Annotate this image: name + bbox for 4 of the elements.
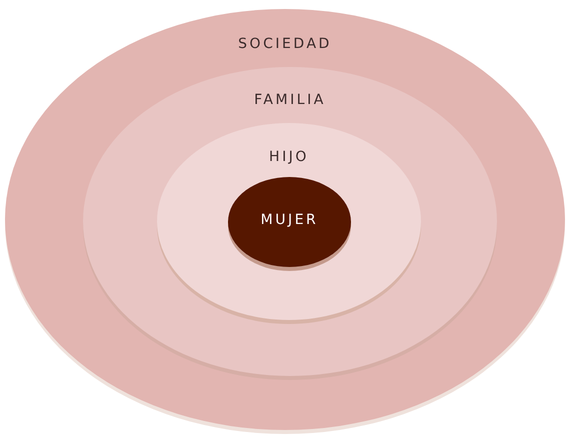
ring-label: HIJO xyxy=(269,149,309,165)
ring-label: FAMILIA xyxy=(254,92,326,108)
ring-label: SOCIEDAD xyxy=(238,36,332,52)
ring-label: MUJER xyxy=(260,212,318,228)
